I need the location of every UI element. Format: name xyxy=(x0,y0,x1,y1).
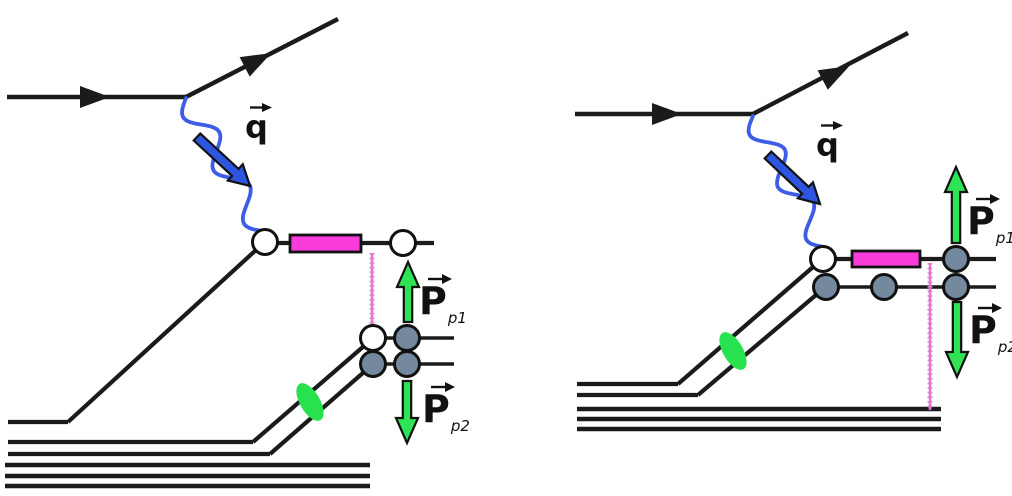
photon-absorption-vertex xyxy=(809,245,837,273)
p1-label-subscript: p1 xyxy=(447,309,467,327)
p2-label-subscript: p2 xyxy=(450,417,470,435)
p1-momentum-up-arrow-icon xyxy=(395,259,421,324)
p2-label-text: P xyxy=(422,387,450,431)
hard-interaction-box xyxy=(288,233,363,254)
nucleon-blob xyxy=(393,350,421,378)
p2-momentum-down-arrow-icon xyxy=(944,300,970,380)
vector-arrow-icon xyxy=(428,274,452,284)
virtual-photon-wavy-line xyxy=(180,96,264,233)
nucleon-blob xyxy=(870,273,898,301)
vector-arrow-icon xyxy=(821,121,843,130)
p2-momentum-down-arrow-icon xyxy=(394,379,420,446)
p1-label-text: P xyxy=(419,279,447,323)
rescattering-vertex xyxy=(359,324,387,352)
p2-label-subscript: p2 xyxy=(997,338,1012,356)
outgoing-nucleon-vertex xyxy=(389,229,417,257)
nucleon-blob xyxy=(393,324,421,352)
momentum-transfer-q-arrow-icon xyxy=(192,131,252,188)
rescattering-blob xyxy=(296,383,324,421)
p1-momentum-up-arrow-icon xyxy=(943,164,969,245)
q-label-text: q xyxy=(816,126,839,164)
momentum-transfer-q-arrow-icon xyxy=(763,149,822,206)
q-label-text: q xyxy=(245,108,268,146)
incoming-electron-arrowhead-icon xyxy=(652,103,682,125)
p2-label-text: P xyxy=(969,308,997,352)
p1-vector-label-right: Pp1 xyxy=(967,193,1012,247)
vector-arrow-icon xyxy=(250,103,272,112)
rescattering-blob xyxy=(719,332,747,370)
p1-label-text: P xyxy=(967,199,995,243)
p2-vector-label-right: Pp2 xyxy=(969,302,1012,356)
pair-nucleon-diagonal-line xyxy=(696,293,818,397)
pair-nucleon-diagonal-line xyxy=(676,265,815,386)
nucleon-blob xyxy=(942,245,970,273)
incoming-electron-arrowhead-icon xyxy=(80,86,110,108)
struck-nucleon-diagonal-line xyxy=(66,248,258,424)
left-diagram xyxy=(5,17,454,489)
hard-interaction-box xyxy=(850,249,922,269)
nucleon-blob xyxy=(812,273,840,301)
photon-absorption-vertex xyxy=(251,228,279,256)
scattered-electron-arrowhead-icon xyxy=(817,66,850,90)
vector-arrow-icon xyxy=(978,303,1002,313)
right-diagram xyxy=(575,31,996,432)
nucleon-blob xyxy=(359,350,387,378)
scattered-electron-arrowhead-icon xyxy=(239,53,272,77)
q-vector-label-left: q xyxy=(245,102,272,143)
p1-label-subscript: p1 xyxy=(995,229,1012,247)
vector-arrow-icon xyxy=(431,382,455,392)
virtual-photon-wavy-line xyxy=(746,114,826,249)
vector-arrow-icon xyxy=(976,194,1000,204)
nucleon-blob xyxy=(942,273,970,301)
q-vector-label-right: q xyxy=(816,120,843,161)
